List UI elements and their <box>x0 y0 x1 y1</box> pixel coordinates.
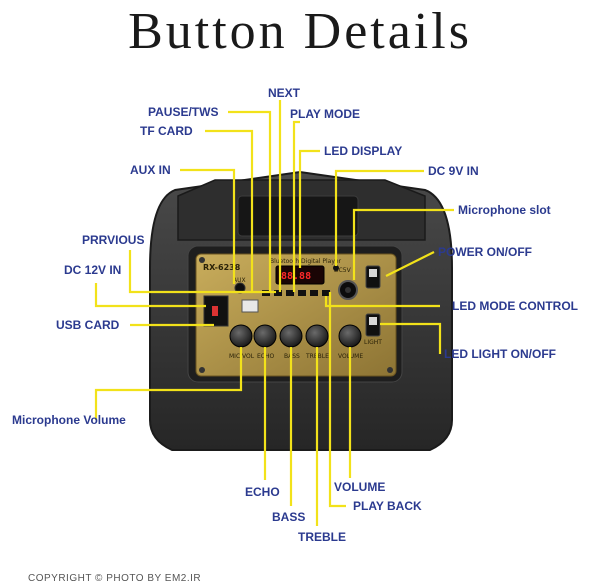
screw <box>199 367 205 373</box>
treble-knob[interactable] <box>305 324 329 348</box>
screw <box>199 257 205 263</box>
label-play-back: PLAY BACK <box>353 499 422 513</box>
next-button[interactable] <box>298 290 306 296</box>
panel-dc-label: DC5V <box>334 267 352 274</box>
label-dc-12v-in: DC 12V IN <box>64 263 121 277</box>
label-dc-9v-in: DC 9V IN <box>428 164 479 178</box>
led-mode-button[interactable] <box>322 290 330 296</box>
player-name-label: Bluetooth Digital Player <box>270 258 342 265</box>
previous-button[interactable] <box>274 290 282 296</box>
pause-button[interactable] <box>286 290 294 296</box>
play-mode-button[interactable] <box>310 290 318 296</box>
leader-lines <box>94 100 454 526</box>
label-prrvious: PRRVIOUS <box>82 233 144 247</box>
label-echo: ECHO <box>245 485 280 499</box>
model-label: RX-6238 <box>203 263 241 272</box>
usb-card-indicator <box>212 306 218 316</box>
diagram-title: Button Details <box>128 3 472 60</box>
dc-12v-jack[interactable] <box>203 295 229 327</box>
label-pause-tws: PAUSE/TWS <box>148 105 218 119</box>
label-usb-card: USB CARD <box>56 318 120 332</box>
label-next: NEXT <box>268 86 301 100</box>
label-led-light-on-off: LED LIGHT ON/OFF <box>444 347 556 361</box>
label-treble: TREBLE <box>298 530 346 544</box>
label-tf-card: TF CARD <box>140 124 193 138</box>
label-play-mode: PLAY MODE <box>290 107 360 121</box>
label-aux-in: AUX IN <box>130 163 171 177</box>
bass-knob[interactable] <box>279 324 303 348</box>
echo-knob[interactable] <box>253 324 277 348</box>
copyright-notice: COPYRIGHT © PHOTO BY EM2.IR <box>28 573 202 584</box>
volume-knob[interactable] <box>338 324 362 348</box>
label-microphone-slot: Microphone slot <box>458 203 551 217</box>
panel-aux-label: AUX <box>233 277 246 284</box>
label-power-on-off: POWER ON/OFF <box>438 245 532 259</box>
label-microphone-volume: Microphone Volume <box>12 413 126 427</box>
label-volume: VOLUME <box>334 480 385 494</box>
label-bass: BASS <box>272 510 305 524</box>
screw <box>387 367 393 373</box>
label-led-mode-control: LED MODE CONTROL <box>452 299 578 313</box>
led-display-readout: 88.88 <box>281 271 311 282</box>
panel-light-label: LIGHT <box>364 339 382 346</box>
callout-labels: NEXT PAUSE/TWS PLAY MODE TF CARD LED DIS… <box>12 86 578 544</box>
control-panel: RX-6238 Bluetooth Digital Player 88.88 A… <box>195 253 397 377</box>
label-led-display: LED DISPLAY <box>324 144 402 158</box>
mic-volume-knob[interactable] <box>229 324 253 348</box>
dc-9v-jack[interactable] <box>333 265 339 271</box>
usb-port[interactable] <box>241 299 259 313</box>
